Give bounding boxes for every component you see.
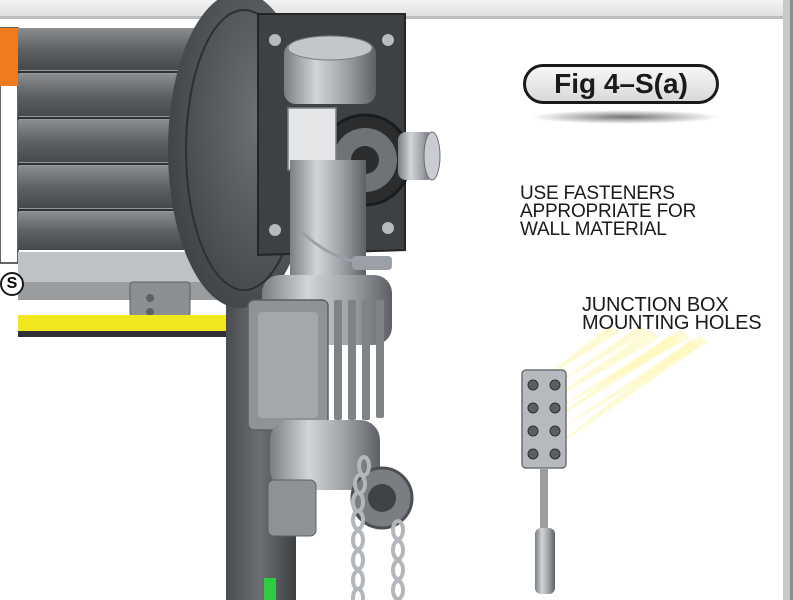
green-chain-handle <box>264 578 276 600</box>
limit-switch-box <box>287 107 337 171</box>
light-beams <box>535 325 708 458</box>
yellow-safety-edge <box>18 315 233 333</box>
hand-chain <box>351 455 405 600</box>
fasteners-note: USE FASTENERS APPROPRIATE FOR WALL MATER… <box>520 183 697 240</box>
figure-label: Fig 4–S(a) <box>523 64 719 104</box>
motor-fins <box>334 300 384 420</box>
orange-tab <box>0 28 18 86</box>
conduit-fitting <box>535 528 555 594</box>
brake-housing <box>270 420 380 490</box>
figure-label-shadow <box>530 110 720 124</box>
junction-box-note: JUNCTION BOX MOUNTING HOLES <box>582 294 762 334</box>
header-band <box>0 0 793 18</box>
mounting-hole-bolts <box>527 379 561 460</box>
conduit-pipe <box>540 468 548 530</box>
circled-marker: S <box>0 272 24 296</box>
